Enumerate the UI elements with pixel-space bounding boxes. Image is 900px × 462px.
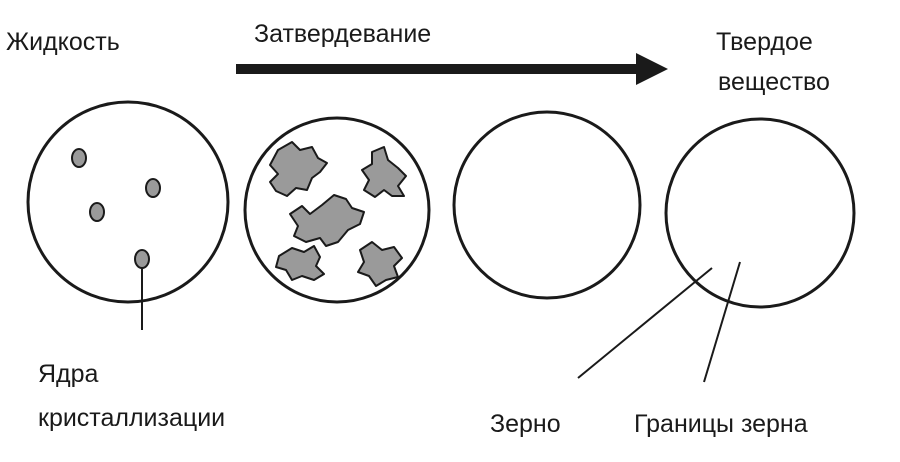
stage-impinging-grains [452,110,642,300]
grain-leader-line [577,267,713,379]
nuclei-label-line2: кристаллизации [38,404,225,432]
nucleus [134,249,150,269]
grain-boundary-leader-line [703,261,741,383]
solidification-label: Затвердевание [254,20,431,48]
grain-label: Зерно [490,410,561,438]
crystal [269,141,328,197]
crystal [275,245,325,281]
grain-boundaries-label: Границы зерна [634,410,808,438]
nucleus [89,202,105,222]
nucleus [71,148,87,168]
stage-solid [664,117,856,309]
stage-liquid [26,100,230,304]
stage-growing-crystals [243,116,431,304]
crystal [361,146,407,198]
crystal [289,194,365,247]
solid-label-line1: Твердое [716,28,813,56]
solid-label-line2: вещество [718,68,830,96]
nucleus [145,178,161,198]
process-arrow [236,53,668,85]
nuclei-label-line1: Ядра [38,360,99,388]
liquid-label: Жидкость [6,28,120,56]
crystal [357,241,403,287]
